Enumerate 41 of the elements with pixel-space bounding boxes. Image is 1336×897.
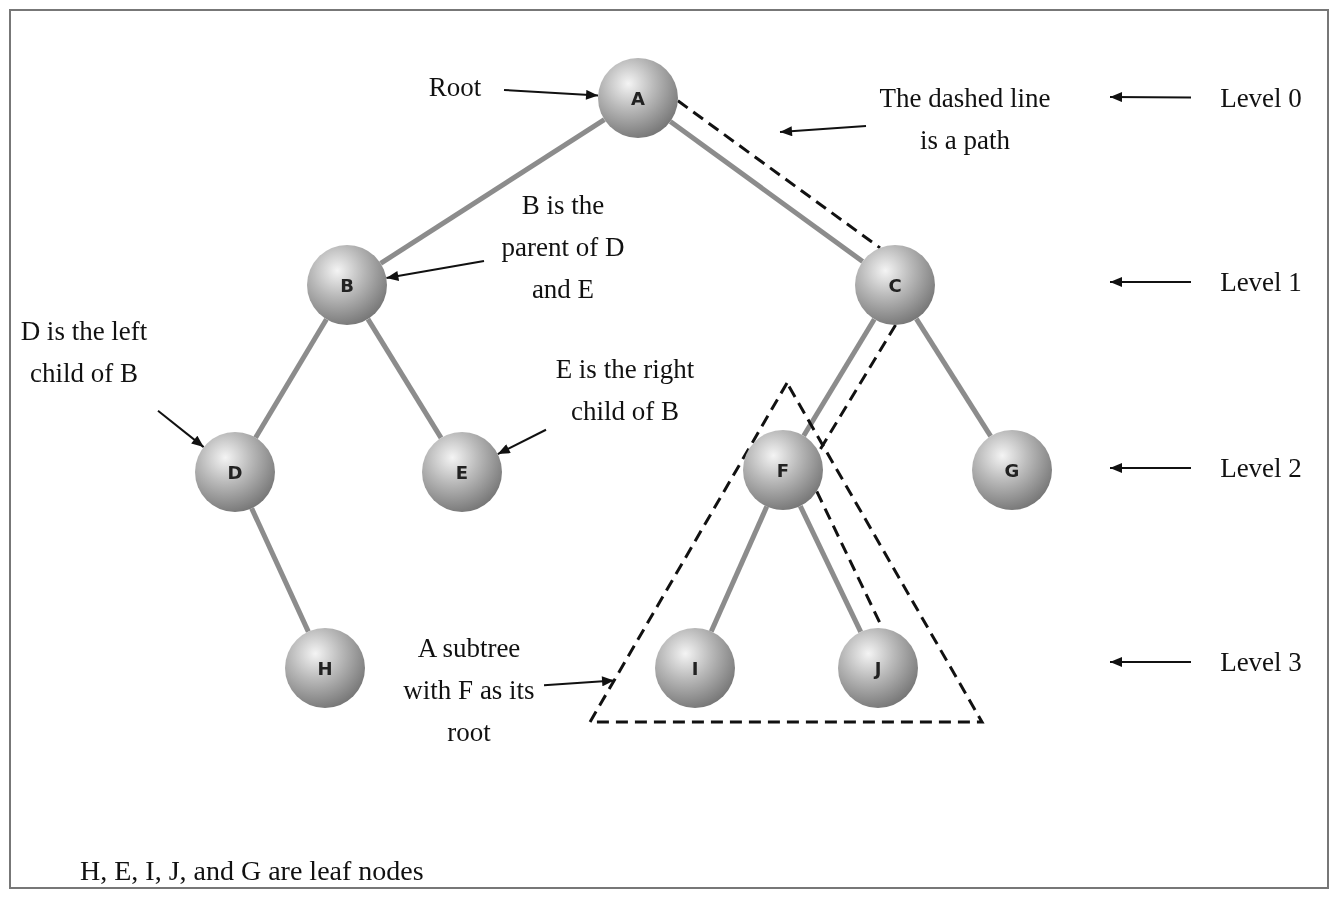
arrow [1109, 657, 1192, 667]
annotation-text: The dashed line is a path [870, 76, 1060, 162]
arrow [1109, 463, 1192, 473]
tree-edge [914, 317, 993, 438]
annotation-text: Level 0 [1195, 78, 1327, 118]
arrow [385, 259, 485, 281]
dashed-path-line [677, 99, 881, 250]
tree-edge [668, 119, 865, 264]
tree-node-circle: H [285, 628, 365, 708]
annotation-text: A subtree with F as its root [398, 626, 540, 754]
arrow [1109, 277, 1192, 287]
dashed-path-line [817, 324, 897, 453]
arrow [1109, 92, 1192, 103]
tree-node-circle: F [743, 430, 823, 510]
annotation-text: E is the right child of B [550, 326, 700, 454]
tree-node-circle: B [307, 245, 387, 325]
arrow [779, 124, 867, 137]
tree-node-circle: A [598, 58, 678, 138]
note-text: H, E, I, J, and G are leaf nodes [80, 855, 424, 887]
annotation-text: Level 2 [1195, 448, 1327, 488]
tree-edge [801, 317, 877, 438]
tree-node-circle: G [972, 430, 1052, 510]
tree-edge [708, 505, 770, 633]
annotation-text: Level 1 [1195, 262, 1327, 302]
tree-node-circle: E [422, 432, 502, 512]
annotation-text: B is the parent of D and E [488, 183, 638, 311]
tree-node-circle: J [838, 628, 918, 708]
tree-node-circle: D [195, 432, 275, 512]
arrow [157, 409, 205, 449]
tree-node-circle: I [655, 628, 735, 708]
tree-edge [249, 507, 311, 633]
tree-edge [365, 317, 444, 440]
tree-edge [798, 504, 863, 634]
annotation-text: D is the left child of B [14, 288, 154, 416]
tree-node-circle: C [855, 245, 935, 325]
annotation-text: Root [410, 68, 500, 106]
tree-edge [379, 117, 606, 266]
annotation-text: Level 3 [1195, 642, 1327, 682]
tree-edge [253, 318, 329, 439]
arrow [496, 428, 547, 455]
arrow [503, 88, 600, 100]
